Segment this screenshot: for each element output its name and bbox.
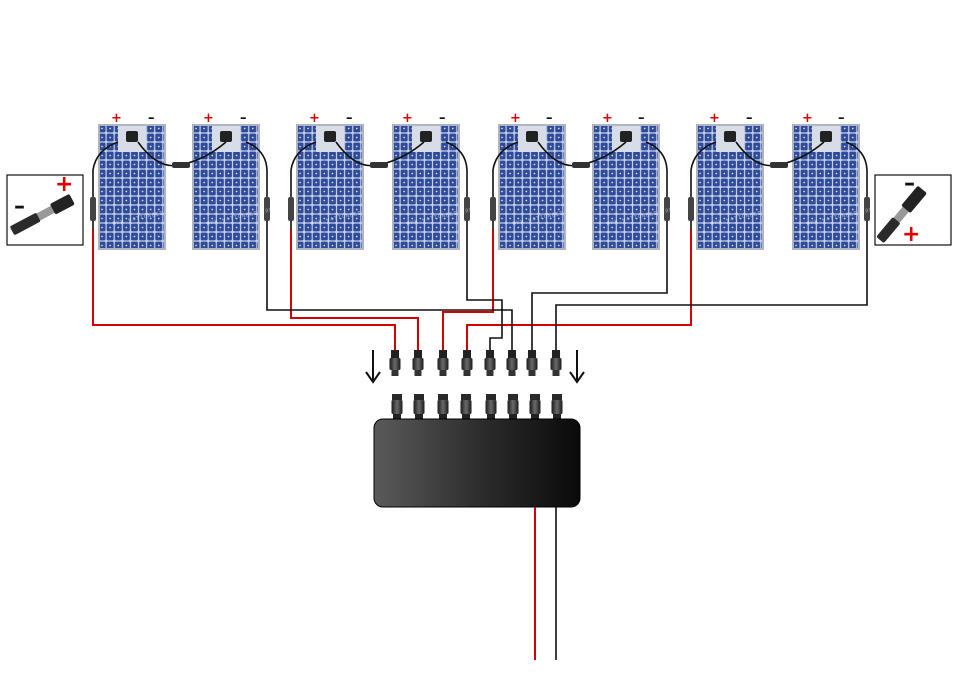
panel-positive-label: + (203, 111, 214, 126)
mc4-connector-icon (551, 394, 563, 420)
panel-negative-label: – (838, 111, 845, 126)
mc4-connector-icon (389, 350, 401, 376)
combiner-box-icon (373, 418, 581, 508)
panel-negative-label: – (240, 111, 247, 126)
solar-panel-icon (696, 124, 764, 250)
panel-positive-label: + (111, 111, 122, 126)
mc4-connector-icon (507, 394, 519, 420)
mc4-connector-icon (526, 350, 538, 376)
mc4-connector-icon (550, 350, 562, 376)
mc4-connector-icon (412, 350, 424, 376)
solar-panel-icon (296, 124, 364, 250)
left-connector-callout (6, 174, 84, 246)
panel-positive-label: + (510, 111, 521, 126)
right-connector-callout (874, 174, 952, 246)
panel-negative-label: – (546, 111, 553, 126)
box-input-connectors (391, 394, 563, 420)
output-leads (534, 507, 557, 660)
panel-negative-label: – (746, 111, 753, 126)
solar-panel-icon (498, 124, 566, 250)
mc4-connector-icon (485, 394, 497, 420)
series-links (137, 141, 825, 168)
positive-wires (92, 230, 692, 352)
panel-positive-label: + (802, 111, 813, 126)
solar-panel-icon (98, 124, 166, 250)
arrow-down-icon (365, 350, 585, 384)
mc4-connector-icon (437, 394, 449, 420)
left-callout-negative-label: – (14, 194, 25, 219)
mc4-connector-icon (529, 394, 541, 420)
panel-positive-label: + (709, 111, 720, 126)
panel-positive-label: + (402, 111, 413, 126)
panel-positive-label: + (309, 111, 320, 126)
panel-negative-label: – (346, 111, 353, 126)
panel-positive-label: + (602, 111, 613, 126)
right-callout-positive-label: + (902, 222, 921, 247)
mc4-connector-icon (437, 350, 449, 376)
panel-negative-label: – (148, 111, 155, 126)
mc4-connector-icon (460, 394, 472, 420)
mc4-connector-icon (484, 350, 496, 376)
mc4-connector-icon (506, 350, 518, 376)
right-callout-negative-label: – (904, 171, 915, 196)
left-callout-positive-label: + (55, 172, 74, 197)
mc4-connector-icon (391, 394, 403, 420)
panel-negative-label: – (439, 111, 446, 126)
mc4-connector-icon (413, 394, 425, 420)
cable-connectors (389, 350, 562, 376)
inline-couplers (90, 197, 870, 221)
negative-wires (266, 230, 868, 352)
solar-panel-array (98, 124, 860, 250)
pair-leads (92, 141, 868, 230)
panel-negative-label: – (638, 111, 645, 126)
mc4-connector-icon (461, 350, 473, 376)
